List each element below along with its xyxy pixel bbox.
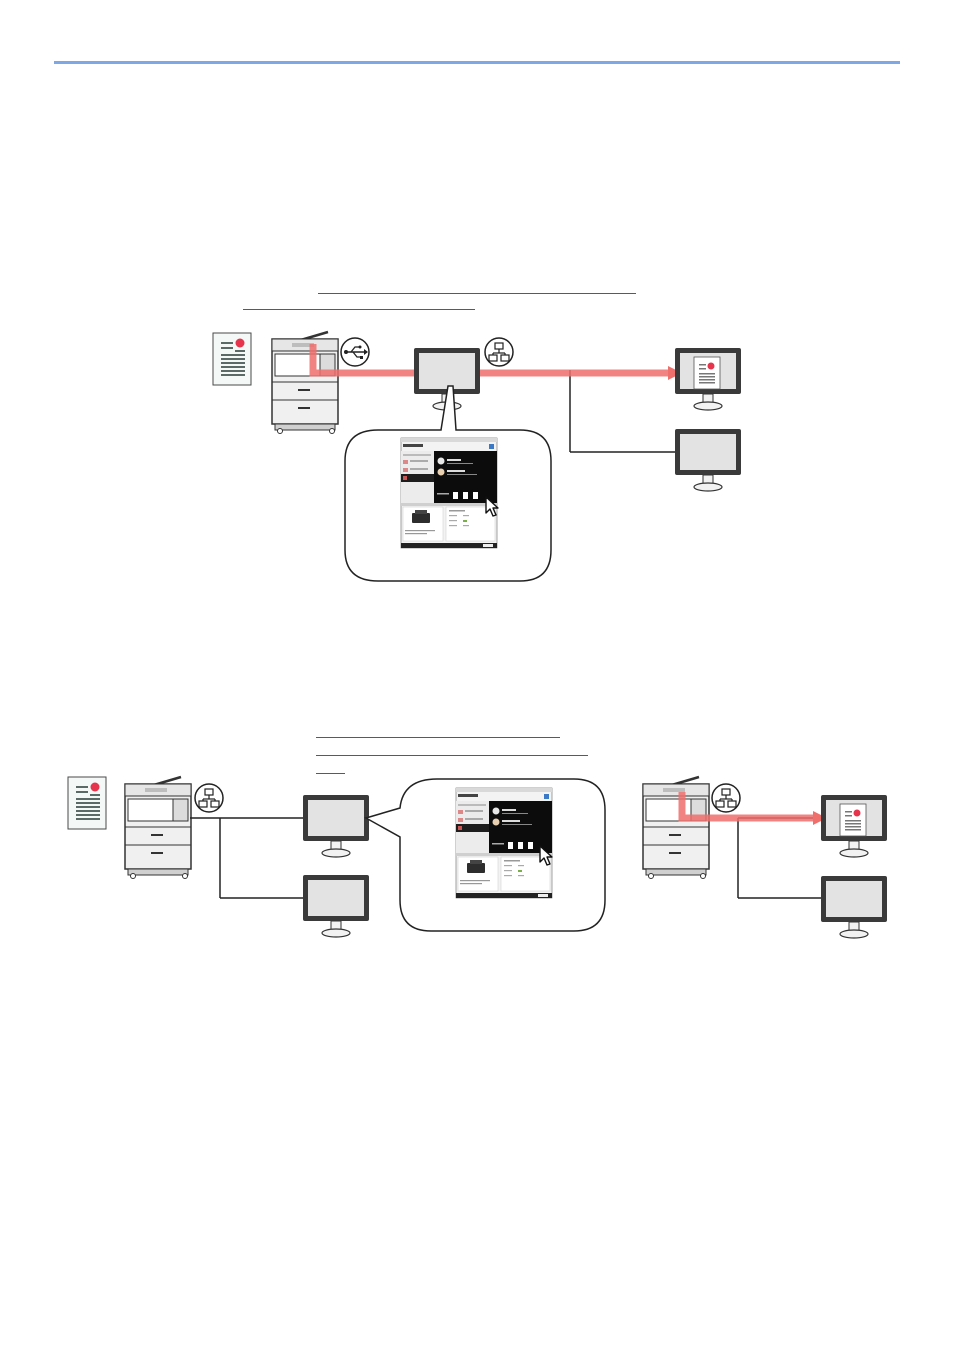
data-flow-arrow: [309, 344, 670, 377]
mfp-icon: [641, 775, 711, 880]
network-icon: [194, 783, 224, 813]
diagram-top: [212, 330, 742, 582]
link-underline[interactable]: [243, 309, 475, 310]
link-underline[interactable]: [316, 737, 560, 738]
client-tool-screen: [455, 787, 553, 899]
pc-monitor-icon: [302, 874, 370, 938]
mfp-icon: [270, 330, 340, 435]
client-tool-screen: [400, 437, 498, 549]
arrow-head-icon: [813, 811, 827, 825]
document-icon: [693, 356, 721, 390]
mfp-icon: [123, 775, 193, 880]
document-icon: [67, 776, 107, 830]
network-icon: [484, 337, 514, 367]
usb-icon: [340, 337, 370, 367]
pc-monitor-icon: [302, 794, 370, 858]
pc-monitor-icon: [674, 428, 742, 492]
diagram-bottom: [67, 775, 888, 939]
document-icon: [839, 803, 867, 837]
header-rule: [54, 61, 900, 64]
document-icon: [212, 332, 252, 386]
network-icon: [711, 783, 741, 813]
pc-monitor-icon: [820, 875, 888, 939]
link-underline[interactable]: [316, 755, 588, 756]
link-underline[interactable]: [318, 293, 636, 294]
data-flow-arrow: [678, 792, 815, 822]
link-underline[interactable]: [316, 773, 345, 774]
